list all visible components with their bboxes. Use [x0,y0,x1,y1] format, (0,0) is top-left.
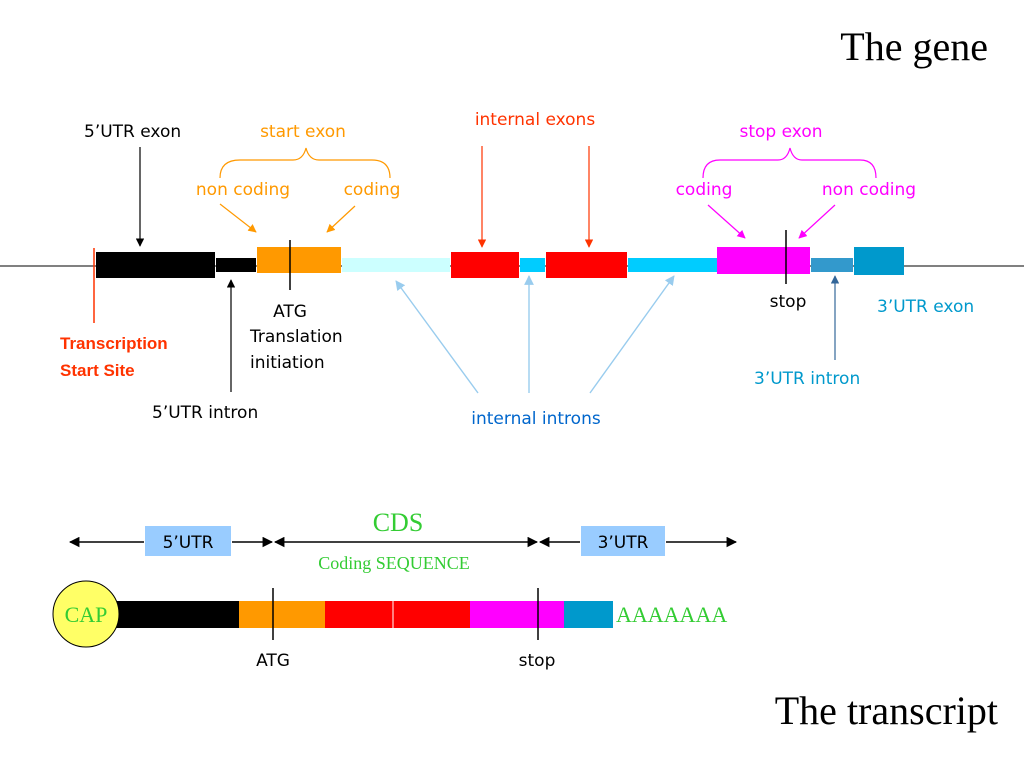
stop-non-coding-label: non coding [822,180,916,200]
tss-label-line1: Transcription [60,334,168,353]
stop-exon-brace [702,147,877,179]
transcript-stop-label: stop [519,651,556,671]
translation-label-line1: Translation [249,327,343,347]
transcript-atg-label: ATG [256,651,290,671]
gene-stop-label: stop [770,292,807,312]
utr5-exon-block [96,252,215,278]
utr3-intron-label: 3’UTR intron [754,369,860,389]
transcript-exon-2-block [393,601,470,628]
cap-label: CAP [65,602,108,627]
stop-exon-block [717,247,810,274]
cds-full-label: Coding SEQUENCE [318,553,470,573]
utr3-exon-label: 3’UTR exon [877,297,974,317]
utr5-box-label: 5’UTR [163,533,214,553]
utr5-intron-label: 5’UTR intron [152,403,258,423]
start-exon-block [257,247,341,273]
intron-2-block [520,258,545,272]
utr3-intron-block [811,258,853,272]
intron-3-arrow [589,275,675,394]
start-non-coding-label: non coding [196,180,290,200]
utr3-exon-block [854,247,904,275]
start-coding-label: coding [344,180,401,200]
transcript-utr3-block [564,601,613,628]
transcript-utr5-block [116,601,239,628]
start-non-coding-arrow [219,203,257,233]
internal-exon-2-block [546,252,627,278]
stop-coding-arrow [707,204,746,239]
intron-1-arrow [395,280,479,394]
internal-introns-label: internal introns [471,409,601,429]
utr5-exon-label: 5’UTR exon [84,122,181,142]
stop-coding-label: coding [676,180,733,200]
start-exon-brace [219,147,391,179]
stop-non-coding-arrow [798,204,836,239]
intron-3-block [628,258,717,272]
transcript-start-exon-block [239,601,325,628]
atg-label: ATG [273,302,307,322]
utr3-box [581,526,665,556]
transcript-stop-exon-block [470,601,564,628]
polya-label: AAAAAAA [616,602,727,627]
cap-circle [52,580,120,648]
utr5-intron-block [216,258,256,272]
intron-1-block [342,258,450,272]
internal-exon-1-block [451,252,519,278]
start-coding-arrow [326,205,356,233]
translation-label-line2: initiation [250,353,325,373]
cds-label: CDS [373,508,424,537]
tss-label-line2: Start Site [60,361,135,380]
utr3-box-label: 3’UTR [598,533,649,553]
start-exon-label: start exon [260,122,346,142]
internal-exons-label: internal exons [475,110,596,130]
utr5-box [145,526,231,556]
gene-title: The gene [840,24,988,69]
transcript-title: The transcript [775,688,998,733]
stop-exon-label: stop exon [740,122,823,142]
transcript-exon-1-block [325,601,393,628]
